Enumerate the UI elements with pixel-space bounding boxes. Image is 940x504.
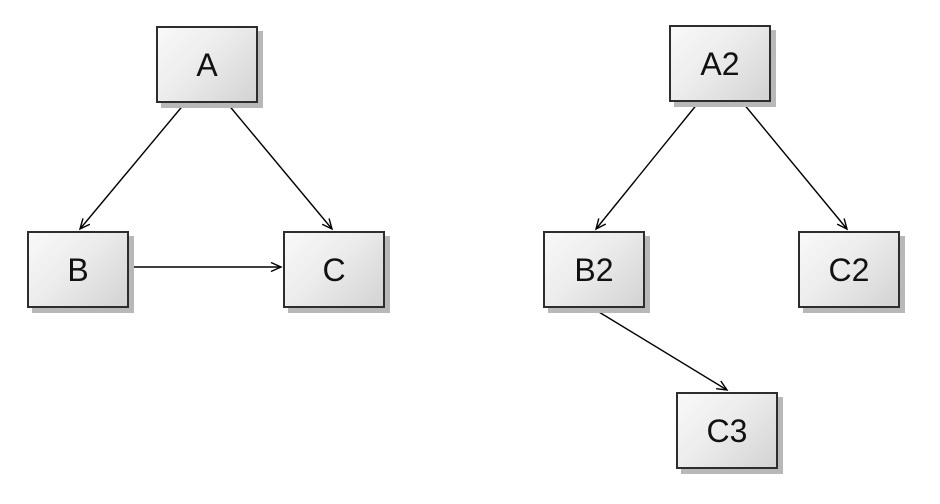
edge-A-B xyxy=(80,102,186,229)
node-C2[interactable]: C2 xyxy=(798,231,900,308)
node-label: A xyxy=(196,46,218,83)
node-B[interactable]: B xyxy=(27,231,129,308)
node-C[interactable]: C xyxy=(283,231,385,308)
edge-A2-C2 xyxy=(742,102,847,229)
node-label: B xyxy=(67,251,89,288)
edge-A-C xyxy=(226,102,332,229)
node-label: B2 xyxy=(574,251,614,288)
edge-group xyxy=(80,102,847,390)
node-C3[interactable]: C3 xyxy=(676,392,778,469)
node-label: A2 xyxy=(700,45,740,82)
edge-A2-B2 xyxy=(596,102,699,229)
node-B2[interactable]: B2 xyxy=(543,231,645,308)
node-A[interactable]: A xyxy=(156,26,258,103)
edge-B2-C3 xyxy=(593,308,727,390)
node-A2[interactable]: A2 xyxy=(669,25,771,102)
node-label: C xyxy=(322,251,346,288)
node-label: C2 xyxy=(828,251,870,288)
node-label: C3 xyxy=(706,412,748,449)
